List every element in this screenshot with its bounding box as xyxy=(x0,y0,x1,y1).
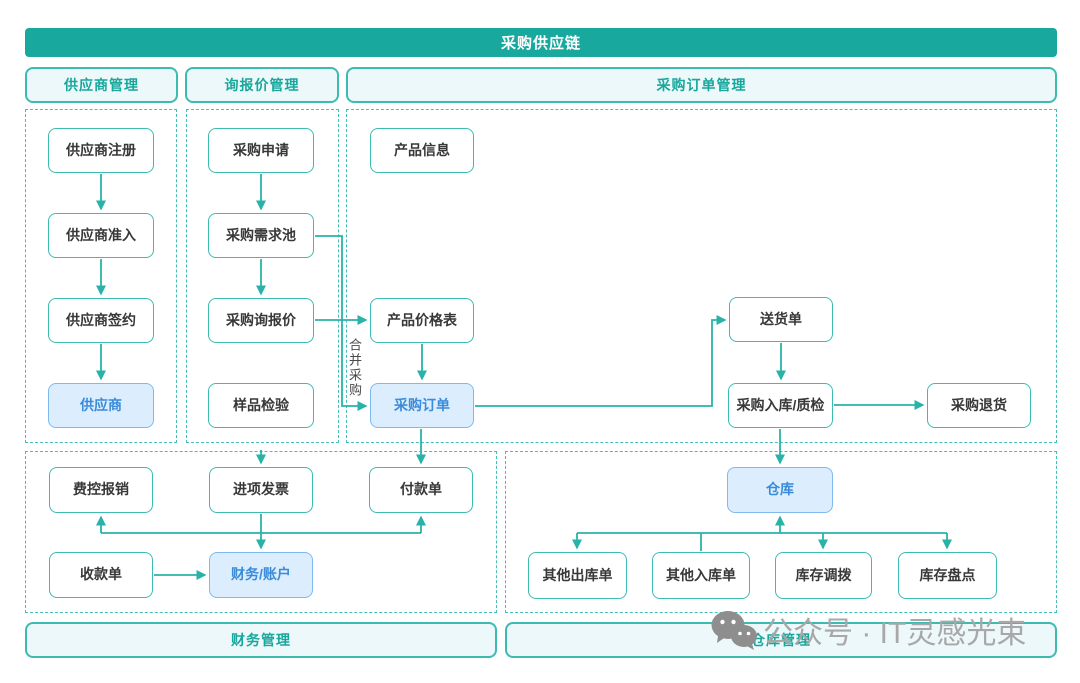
section-frame-purchase-order xyxy=(346,109,1057,443)
node-other-inbound: 其他入库单 xyxy=(652,552,750,599)
node-product-price-list: 产品价格表 xyxy=(370,298,474,343)
node-purchase-inbound-qc: 采购入库/质检 xyxy=(728,383,833,428)
node-product-info: 产品信息 xyxy=(370,128,474,173)
node-purchase-demand-pool: 采购需求池 xyxy=(208,213,314,258)
node-delivery-note: 送货单 xyxy=(729,297,833,342)
node-inventory-count: 库存盘点 xyxy=(898,552,997,599)
node-supplier: 供应商 xyxy=(48,383,154,428)
node-purchase-order: 采购订单 xyxy=(370,383,474,428)
node-supplier-signing: 供应商签约 xyxy=(48,298,154,343)
section-header-supplier-management: 供应商管理 xyxy=(25,67,178,103)
node-sample-inspection: 样品检验 xyxy=(208,383,314,428)
watermark: 公众号 · IT灵感光束 xyxy=(710,608,1026,652)
node-purchase-return: 采购退货 xyxy=(927,383,1031,428)
section-frame-warehouse xyxy=(505,451,1057,613)
section-footer-finance-management: 财务管理 xyxy=(25,622,497,658)
diagram-title: 采购供应链 xyxy=(25,28,1057,57)
section-frame-inquiry xyxy=(186,109,339,443)
node-supplier-register: 供应商注册 xyxy=(48,128,154,173)
node-expense-reimbursement: 费控报销 xyxy=(49,467,153,513)
node-finance-account: 财务/账户 xyxy=(209,552,313,598)
wechat-icon xyxy=(711,611,757,650)
edge-label-merge-purchase: 合并采购 xyxy=(347,338,362,398)
section-footer-warehouse-management: 仓库管理 xyxy=(505,622,1057,658)
section-header-purchase-order-management: 采购订单管理 xyxy=(346,67,1057,103)
node-purchase-request: 采购申请 xyxy=(208,128,314,173)
node-inventory-transfer: 库存调拨 xyxy=(775,552,872,599)
node-supplier-admission: 供应商准入 xyxy=(48,213,154,258)
node-other-outbound: 其他出库单 xyxy=(528,552,627,599)
node-purchase-rfq: 采购询报价 xyxy=(208,298,314,343)
watermark-text: 公众号 · IT灵感光束 xyxy=(763,617,1027,650)
node-receipt-note: 收款单 xyxy=(49,552,153,598)
node-payment-note: 付款单 xyxy=(369,467,473,513)
node-warehouse: 仓库 xyxy=(727,467,833,513)
section-header-inquiry-management: 询报价管理 xyxy=(185,67,339,103)
section-frame-supplier xyxy=(25,109,177,443)
node-input-invoice: 进项发票 xyxy=(209,467,313,513)
